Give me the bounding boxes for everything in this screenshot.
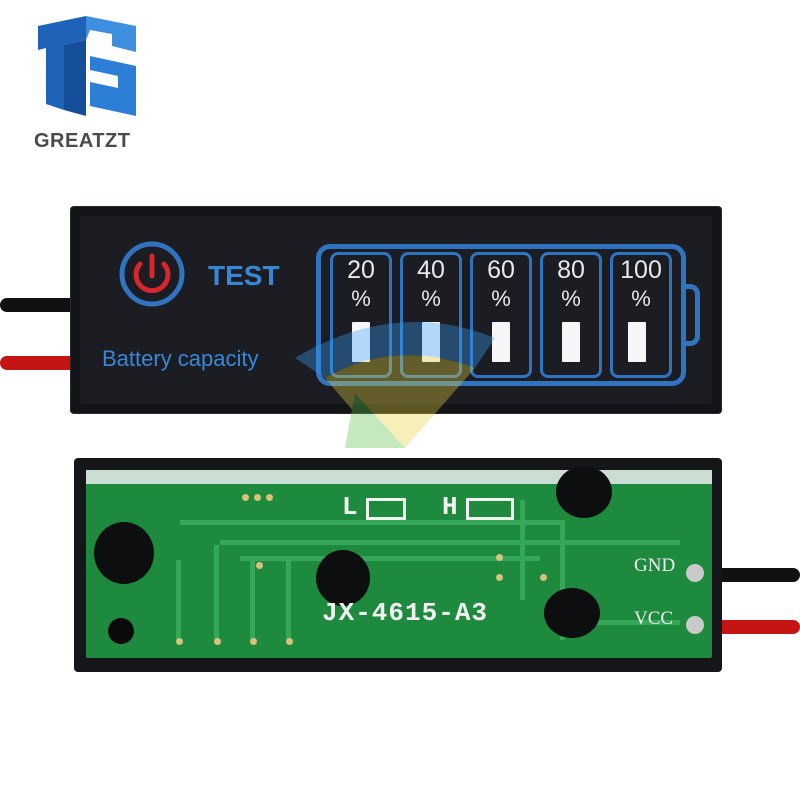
epoxy-blob: [544, 588, 600, 638]
pcb-trace: [214, 545, 219, 640]
mounting-hole: [108, 618, 134, 644]
level-value: 60: [487, 256, 515, 284]
epoxy-blob: [316, 550, 370, 606]
vcc-label: VCC: [634, 608, 674, 629]
pcb-trace: [220, 540, 580, 545]
red-wire-right: [700, 620, 800, 634]
black-wire-left: [0, 298, 80, 312]
level-unit: %: [351, 286, 371, 311]
level-cell-60: [470, 252, 532, 378]
black-wire-right: [700, 568, 800, 582]
level-unit: %: [561, 286, 581, 311]
watermark-logo-icon: [295, 322, 495, 448]
pcb-trace: [250, 560, 255, 640]
pcb-pad: [540, 574, 547, 581]
battery-terminal: [684, 284, 700, 346]
led-segment-20: [352, 322, 370, 362]
pcb-trace: [240, 556, 540, 561]
brand-logo: GREATZT: [24, 12, 144, 162]
level-value: 100: [620, 256, 662, 284]
pcb-pad: [250, 638, 257, 645]
level-unit: %: [491, 286, 511, 311]
level-cell-80: [540, 252, 602, 378]
epoxy-blob: [556, 466, 612, 518]
pcb-trace: [560, 520, 565, 640]
pcb-pad: [176, 638, 183, 645]
high-label: H: [442, 492, 458, 522]
pcb-pad: [242, 494, 249, 501]
solder-joint-gnd: [686, 564, 704, 582]
pcb-pad: [254, 494, 261, 501]
low-pad: [366, 498, 406, 520]
pcb-pad: [266, 494, 273, 501]
tz-logo-icon: [38, 16, 136, 116]
board-edge: [86, 470, 712, 484]
pcb-pad: [496, 554, 503, 561]
gnd-label: GND: [634, 555, 676, 576]
level-unit: %: [631, 286, 651, 311]
pcb-pad: [496, 574, 503, 581]
pcb-trace: [286, 560, 291, 640]
level-cell-100: [610, 252, 672, 378]
pcb-trace: [176, 560, 181, 640]
pcb-pad: [214, 638, 221, 645]
test-label: TEST: [208, 260, 280, 291]
red-wire-left: [0, 356, 80, 370]
led-segment-80: [562, 322, 580, 362]
pcb-trace: [520, 500, 525, 600]
level-unit: %: [421, 286, 441, 311]
pcb-trace: [590, 620, 680, 625]
led-segment-100: [628, 322, 646, 362]
pcb-pad: [256, 562, 263, 569]
pcb-trace: [180, 520, 560, 525]
brand-name: GREATZT: [34, 130, 131, 152]
led-segment-40: [422, 322, 440, 362]
level-value: 40: [417, 256, 445, 284]
level-value: 20: [347, 256, 375, 284]
part-number: JX-4615-A3: [322, 598, 489, 628]
level-cell-20: [330, 252, 392, 378]
power-icon: [119, 241, 185, 307]
battery-outline: [316, 244, 686, 386]
epoxy-blob: [94, 522, 154, 584]
battery-capacity-label: Battery capacity: [102, 346, 259, 371]
level-cell-40: [400, 252, 462, 378]
level-value: 80: [557, 256, 585, 284]
low-label: L: [342, 492, 358, 522]
pcb-pad: [286, 638, 293, 645]
solder-joint-vcc: [686, 616, 704, 634]
led-segment-60: [492, 322, 510, 362]
pcb-trace: [560, 540, 680, 545]
high-pad: [466, 498, 514, 520]
